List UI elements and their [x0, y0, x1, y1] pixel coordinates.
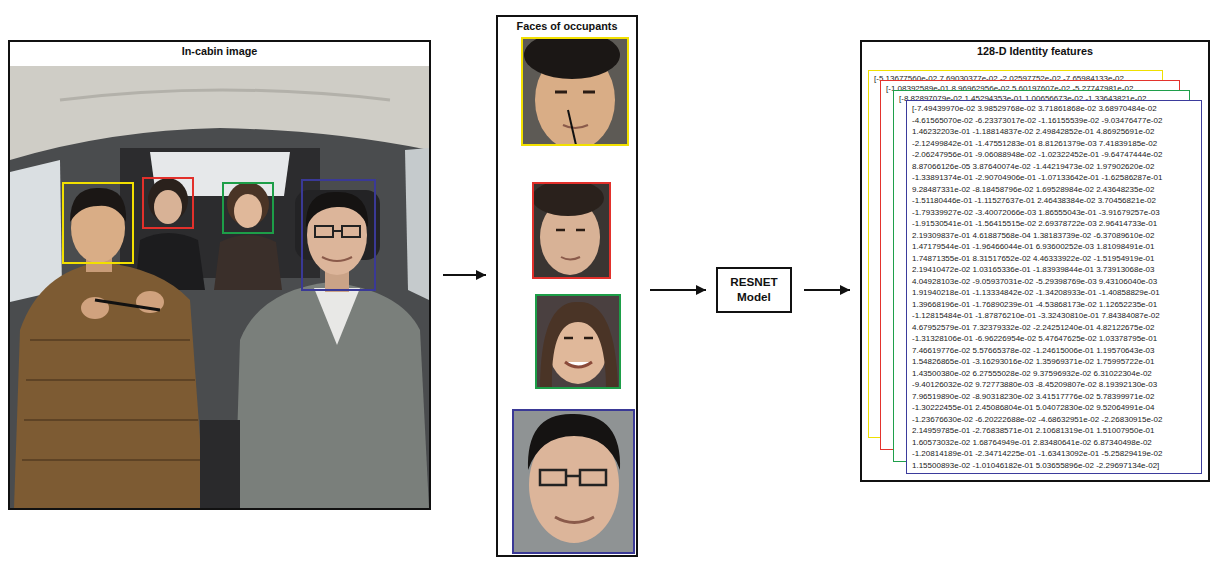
- image-panel: In-cabin image: [8, 40, 431, 510]
- feature-row: 7.96519890e-02 -8.90318230e-02 3.4151777…: [912, 391, 1196, 403]
- face-boxes: [223, 183, 273, 233]
- face-crops: [580, 470, 606, 485]
- model-box: RESNET Model: [716, 267, 792, 312]
- cabin-photo: [314, 288, 360, 345]
- face-crops: [540, 470, 566, 485]
- cabin-photo: [10, 66, 429, 508]
- feature-row: -2.06247956e-01 -9.06088948e-02 -1.02322…: [912, 149, 1196, 161]
- feature-row: -2.12499842e-01 -1.47551283e-01 8.812613…: [912, 138, 1196, 150]
- face-boxes: [143, 178, 193, 228]
- face-crops: [536, 295, 620, 388]
- panel-title: In-cabin image: [10, 42, 429, 57]
- feature-row: -1.30222455e-01 2.45086804e-01 5.0407283…: [912, 402, 1196, 414]
- face-crops: [528, 414, 620, 470]
- face-crops: [536, 295, 620, 388]
- face-crops: [568, 110, 576, 145]
- feature-row: 9.28487331e-02 -8.18458796e-02 1.6952898…: [912, 184, 1196, 196]
- cabin-photo: [22, 340, 200, 460]
- feature-row: 1.15500893e-02 -1.01046182e-01 5.0365589…: [912, 460, 1196, 472]
- feature-row: -4.61565070e-02 -6.23373017e-02 -1.16155…: [912, 115, 1196, 127]
- face-crops: [513, 410, 634, 553]
- flow-arrow: [650, 289, 706, 291]
- cabin-photo: [14, 262, 205, 508]
- cabin-photo: [154, 190, 182, 224]
- feature-row: 1.91940218e-01 -1.13334842e-02 -1.342089…: [912, 287, 1196, 299]
- cabin-photo: [234, 194, 262, 228]
- feature-row: 2.19309837e-01 4.61887568e-04 1.38183739…: [912, 230, 1196, 242]
- feature-row: 7.46619776e-02 5.57665378e-02 -1.2461500…: [912, 345, 1196, 357]
- cabin-photo: [10, 66, 429, 508]
- feature-row: -1.91530541e-01 -1.56415515e-02 2.693787…: [912, 218, 1196, 230]
- cabin-photo: [315, 226, 333, 237]
- cabin-photo: [333, 230, 342, 232]
- face-crops: [513, 410, 634, 553]
- face-crops: [540, 302, 618, 388]
- face-crops: [563, 125, 588, 128]
- feature-row: 1.60573032e-02 1.68764949e-01 2.83480641…: [912, 437, 1196, 449]
- cabin-photo: [214, 235, 282, 290]
- cabin-photo: [322, 257, 352, 261]
- panel-title: 128-D Identity features: [862, 42, 1208, 57]
- feature-row: 1.47179544e-01 -1.96466044e-01 6.9360025…: [912, 241, 1196, 253]
- feature-row: 2.19410472e-02 1.03165336e-01 -1.8393984…: [912, 264, 1196, 276]
- face-crops: [561, 257, 580, 260]
- panel-title: Faces of occupants: [498, 17, 636, 32]
- face-crops: [522, 38, 628, 145]
- cabin-photo: [10, 66, 429, 160]
- feature-row: -1.20814189e-01 -2.34714225e-01 -1.63413…: [912, 448, 1196, 460]
- feature-row: -1.31328106e-01 -6.96226954e-02 5.476476…: [912, 333, 1196, 345]
- cabin-photo: [70, 188, 126, 222]
- flow-arrow: [443, 274, 486, 276]
- face-crops: [533, 183, 604, 216]
- cabin-photo: [200, 420, 240, 508]
- face-crops: [513, 31, 634, 553]
- feature-row: 1.46232203e-01 -1.18814837e-02 2.4984285…: [912, 126, 1196, 138]
- feature-row: -1.12815484e-01 -1.87876210e-01 -3.32430…: [912, 310, 1196, 322]
- feature-frame: [-7.49439970e-02 3.98529768e-02 3.718618…: [906, 100, 1202, 474]
- cabin-photo: [306, 192, 368, 228]
- face-crops: [533, 183, 610, 278]
- cabin-photo: [342, 226, 360, 237]
- face-crops: [533, 183, 610, 278]
- face-crops: [564, 337, 593, 340]
- cabin-photo: [235, 282, 429, 508]
- face-crops: [522, 38, 628, 145]
- cabin-photo: [405, 148, 429, 300]
- feature-row: 1.43500380e-02 6.27555028e-02 9.37596932…: [912, 368, 1196, 380]
- feature-row: 4.67952579e-01 7.32379332e-02 -2.2425124…: [912, 322, 1196, 334]
- faces-panel: Faces of occupants: [496, 15, 638, 557]
- feature-row: [-7.49439970e-02 3.98529768e-02 3.718618…: [912, 103, 1196, 115]
- cabin-photo: [60, 90, 390, 100]
- feature-row: -1.79339927e-02 -3.40072066e-03 1.865550…: [912, 207, 1196, 219]
- feature-row: -9.40126032e-02 9.72773880e-03 -8.452098…: [912, 379, 1196, 391]
- cabin-photo: [95, 300, 160, 310]
- feature-row: 1.39668196e-01 -1.76890239e-01 -4.538681…: [912, 299, 1196, 311]
- features-panel: 128-D Identity features[-5.13677560e-02 …: [860, 40, 1210, 482]
- feature-row: -1.33891374e-01 -2.90704906e-01 -1.07133…: [912, 172, 1196, 184]
- face-crops: [565, 362, 592, 367]
- face-crops: [555, 91, 595, 94]
- feature-row: -1.51180446e-01 -1.11527637e-01 2.464383…: [912, 195, 1196, 207]
- face-crops: [556, 229, 585, 232]
- feature-row: 2.14959785e-01 -2.76838571e-01 2.1068131…: [912, 425, 1196, 437]
- model-label: RESNET Model: [722, 275, 786, 304]
- face-crops: [555, 517, 594, 523]
- face-boxes: [63, 183, 133, 263]
- feature-row: -1.23676630e-02 -6.20222688e-02 -4.68632…: [912, 414, 1196, 426]
- feature-row: 1.74871355e-01 8.31517652e-02 4.46333922…: [912, 253, 1196, 265]
- face-boxes: [302, 180, 375, 290]
- feature-row: 4.04928103e-02 -9.05937031e-02 -5.293987…: [912, 276, 1196, 288]
- face-crops: [513, 410, 634, 553]
- feature-row: 1.54826865e-01 -3.16293016e-02 1.3596937…: [912, 356, 1196, 368]
- face-boxes: [63, 178, 375, 290]
- face-crops: [566, 475, 580, 478]
- flow-arrow: [804, 289, 850, 291]
- feature-row: 8.87066126e-05 3.87640074e-02 -1.4421947…: [912, 161, 1196, 173]
- face-crops: [524, 38, 620, 79]
